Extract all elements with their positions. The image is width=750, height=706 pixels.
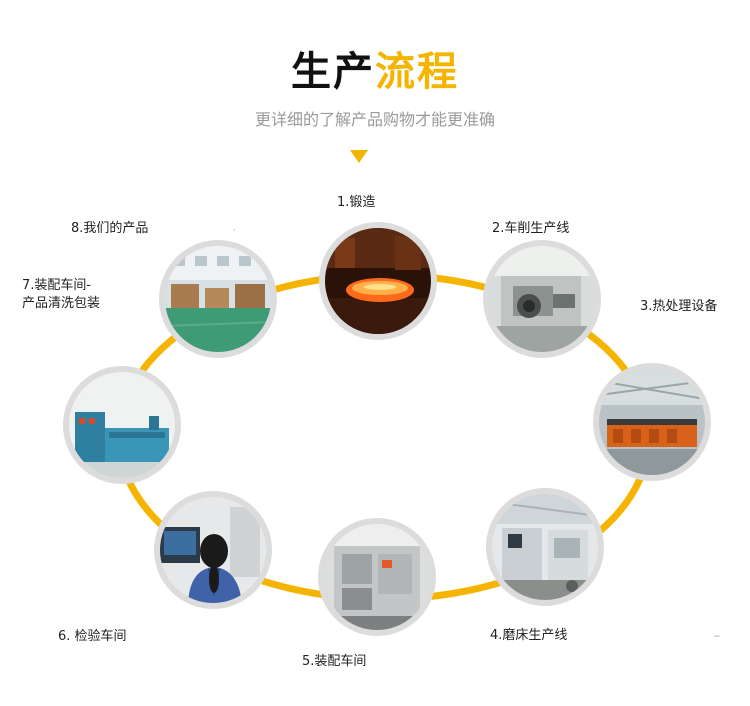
page-subtitle: 更详细的了解产品购物才能更准确 <box>254 110 495 129</box>
title-part-2: 流程 <box>375 49 459 95</box>
down-triangle-icon <box>350 150 368 163</box>
forging-photo <box>325 228 431 334</box>
step-forging-circle[interactable] <box>319 222 437 340</box>
step-lathe-circle[interactable] <box>483 240 601 358</box>
heat-treatment-photo <box>599 369 705 475</box>
step-heat-treatment-circle[interactable] <box>593 363 711 481</box>
step-cleaning-packing-circle[interactable] <box>63 366 181 484</box>
cleaning-packing-photo <box>69 372 175 478</box>
step-2-label: 2.车削生产线 <box>492 221 570 236</box>
inspection-photo <box>160 497 266 603</box>
step-5-label: 5.装配车间 <box>302 654 367 669</box>
step-4-label: 4.磨床生产线 <box>490 628 568 643</box>
step-products-circle[interactable] <box>159 240 277 358</box>
step-grinder-circle[interactable] <box>486 488 604 606</box>
step-7-label-line2: 产品清洗包装 <box>22 296 101 311</box>
step-8-label: 8.我们的产品 <box>71 221 149 236</box>
step-7-label-line1: 7.装配车间- <box>22 278 92 293</box>
title-part-1: 生产 <box>291 49 375 95</box>
grinder-photo <box>492 494 598 600</box>
step-7-label: 7.装配车间- 产品清洗包装 <box>22 277 100 313</box>
decorative-mark: ~ <box>713 632 721 642</box>
step-6-label: 6. 检验车间 <box>58 629 127 644</box>
page-title: 生产流程 <box>0 48 750 96</box>
assembly-photo <box>324 524 430 630</box>
step-3-label: 3.热处理设备 <box>640 299 718 314</box>
decorative-dot: · <box>233 226 236 236</box>
step-inspection-circle[interactable] <box>154 491 272 609</box>
lathe-photo <box>489 246 595 352</box>
step-1-label: 1.锻造 <box>337 195 376 210</box>
products-warehouse-photo <box>165 246 271 352</box>
step-assembly-circle[interactable] <box>318 518 436 636</box>
